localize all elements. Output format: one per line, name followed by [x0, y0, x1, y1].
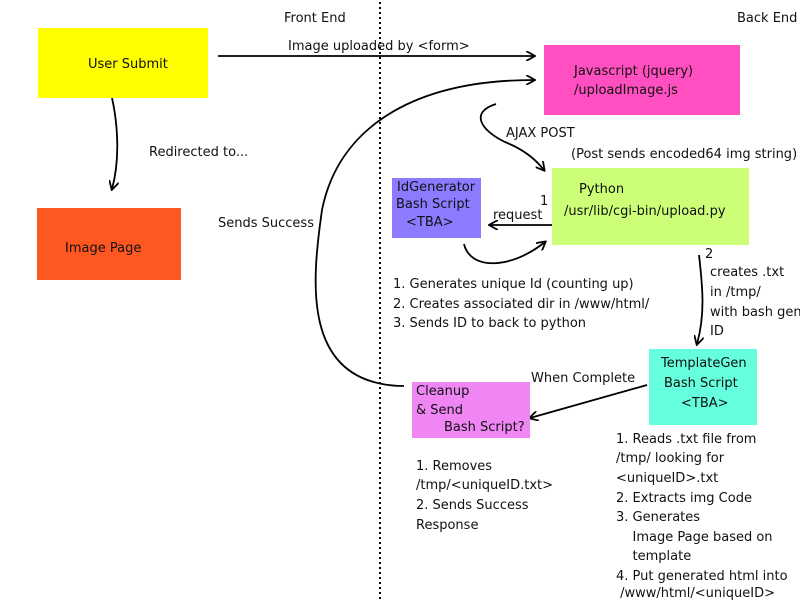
note-templategen-6: Image Page based on	[616, 530, 773, 545]
node-idgenerator-line1: IdGenerator	[397, 180, 476, 195]
node-python-line1: Python	[579, 182, 625, 197]
node-cleanup: Cleanup & Send Bash Script?	[412, 382, 530, 438]
note-idgen-3: 3. Sends ID to back to python	[393, 316, 587, 331]
label-step2: 2	[705, 247, 714, 262]
arrow-idgen-to-python	[463, 242, 545, 265]
label-step1: 1	[540, 194, 549, 209]
label-post-sends: (Post sends encoded64 img string)	[571, 147, 798, 162]
arrow-cleanup-to-javascript	[314, 80, 534, 387]
label-request: request	[493, 208, 543, 223]
arrow-python-to-templategen	[697, 254, 703, 344]
node-templategen-line3: <TBA>	[681, 396, 729, 411]
note-templategen-1: 1. Reads .txt file from	[616, 432, 757, 447]
node-templategen-line2: Bash Script	[664, 376, 738, 391]
node-templategen: TemplateGen Bash Script <TBA>	[649, 349, 757, 425]
label-sends-success: Sends Success	[218, 216, 314, 231]
node-javascript: Javascript (jquery) /uploadImage.js	[544, 45, 740, 115]
arrow-user-to-imagepage	[112, 97, 117, 189]
label-when-complete: When Complete	[531, 371, 636, 386]
node-javascript-line1: Javascript (jquery)	[574, 64, 694, 79]
node-cleanup-line1: Cleanup	[416, 384, 470, 399]
node-cleanup-line2: & Send	[416, 403, 464, 418]
label-ajax-post: AJAX POST	[506, 126, 575, 141]
front-end-header: Front End	[284, 11, 346, 26]
node-user-submit: User Submit	[38, 28, 208, 98]
note-idgen-2: 2. Creates associated dir in /www/html/	[393, 297, 650, 312]
node-image-page: Image Page	[37, 208, 181, 280]
note-cleanup-3: 2. Sends Success	[416, 498, 529, 513]
node-image-page-label: Image Page	[65, 241, 142, 256]
note-templategen-4: 2. Extracts img Code	[616, 491, 752, 506]
label-redirected: Redirected to...	[149, 145, 249, 160]
node-user-submit-label: User Submit	[88, 57, 168, 72]
label-creates-txt-3: with bash gen	[710, 305, 800, 320]
node-idgenerator: IdGenerator Bash Script <TBA>	[392, 178, 481, 238]
note-templategen-5: 3. Generates	[616, 510, 701, 525]
note-cleanup-4: Response	[416, 518, 479, 533]
label-creates-txt-1: creates .txt	[710, 265, 785, 280]
note-cleanup-1: 1. Removes	[416, 459, 493, 474]
back-end-header: Back End	[737, 11, 798, 26]
node-templategen-line1: TemplateGen	[661, 356, 747, 371]
note-templategen-7: template	[616, 549, 692, 564]
label-image-uploaded: Image uploaded by <form>	[288, 39, 470, 54]
note-templategen-3: <uniqueID>.txt	[616, 471, 719, 486]
note-templategen-9: /www/html/<uniqueID>	[616, 586, 775, 601]
note-cleanup-2: /tmp/<uniqueID.txt>	[416, 478, 554, 493]
label-creates-txt-4: ID	[710, 324, 724, 339]
note-idgen-1: 1. Generates unique Id (counting up)	[393, 277, 634, 292]
node-python: Python /usr/lib/cgi-bin/upload.py	[552, 168, 749, 245]
arrow-javascript-to-python	[479, 103, 544, 170]
node-idgenerator-line2: Bash Script	[396, 197, 470, 212]
node-javascript-line2: /uploadImage.js	[574, 83, 678, 98]
label-creates-txt-2: in /tmp/	[710, 285, 761, 300]
note-templategen-8: 4. Put generated html into	[616, 569, 788, 584]
node-cleanup-line3: Bash Script?	[444, 420, 525, 435]
node-idgenerator-line3: <TBA>	[406, 215, 454, 230]
arrow-templategen-to-cleanup	[530, 384, 648, 418]
node-python-line2: /usr/lib/cgi-bin/upload.py	[564, 204, 726, 219]
note-templategen-2: /tmp/ looking for	[616, 451, 725, 466]
